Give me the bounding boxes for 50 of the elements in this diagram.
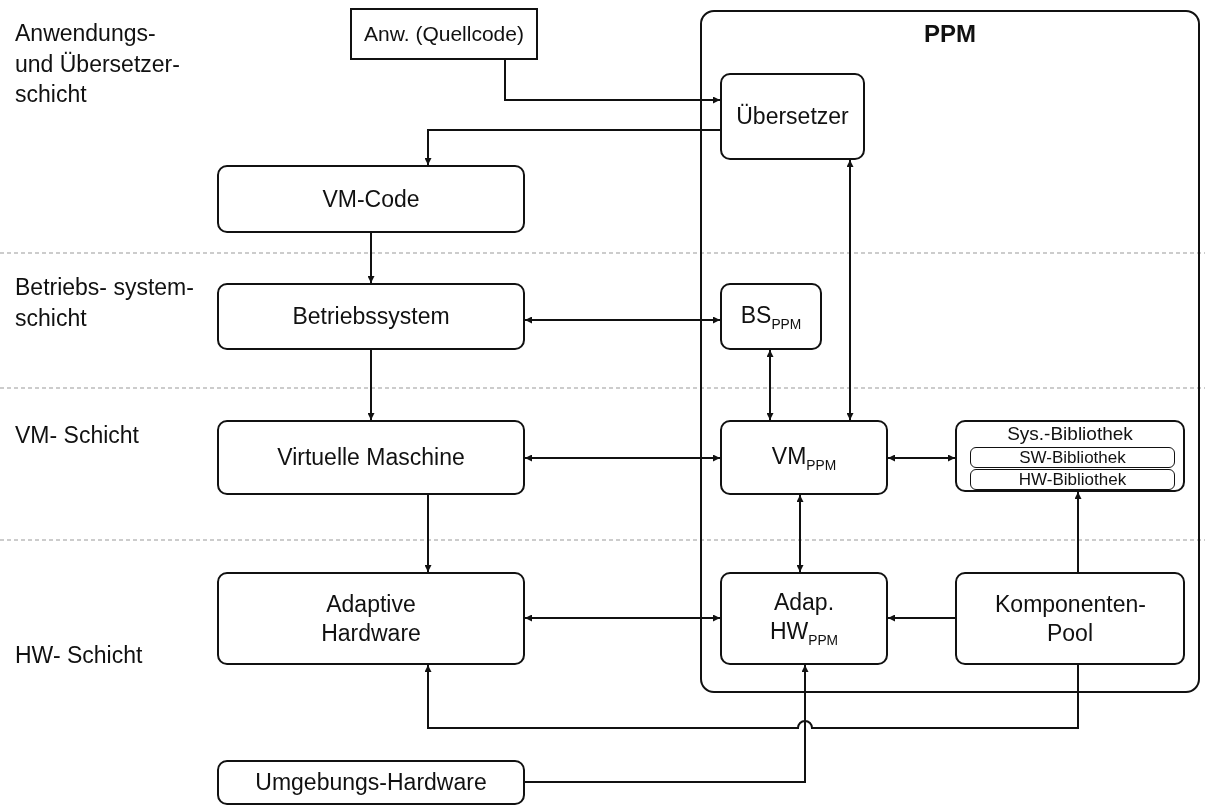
box-label: Übersetzer: [736, 102, 849, 131]
box-label: VM$_{PPM}$: [771, 441, 837, 474]
arrow: [367, 349, 375, 421]
layer-label: Betriebs- system- schicht: [15, 273, 195, 333]
arrow: [887, 454, 956, 462]
arrow: [504, 59, 721, 104]
arrow: [796, 494, 804, 573]
process-box: [720, 420, 888, 495]
process-box: [720, 572, 888, 665]
box-label: Virtuelle Maschine: [277, 443, 465, 472]
arrow: [524, 316, 721, 324]
process-box: [217, 760, 525, 805]
box-label: VM-Code: [322, 184, 420, 214]
arrow: [524, 614, 721, 622]
arrow: [1074, 491, 1082, 573]
box-label: SW-Bibliothek: [1019, 449, 1126, 466]
box-label: Umgebungs-Hardware: [255, 768, 487, 797]
container-title: Sys.-Bibliothek: [1007, 423, 1133, 446]
process-box: [720, 283, 822, 350]
process-box: [217, 420, 525, 495]
arrow: [766, 349, 774, 421]
arrow: [524, 664, 809, 783]
box-label: HW-Bibliothek: [1018, 471, 1127, 488]
box-label: Anw. (Quellcode): [364, 20, 524, 47]
process-box: [350, 8, 538, 60]
process-box: [217, 572, 525, 665]
box-label: Betriebssystem: [292, 302, 450, 331]
arrow: [424, 129, 721, 166]
layer-label: Anwendungs- und Übersetzer- schicht: [15, 19, 181, 110]
layer-label: HW- Schicht: [15, 641, 144, 670]
arrow: [424, 664, 1079, 729]
container-title: PPM: [924, 20, 976, 48]
arrow: [524, 454, 721, 462]
process-box: [970, 469, 1175, 490]
process-box: [970, 447, 1175, 468]
process-box: [217, 283, 525, 350]
layer-label: VM- Schicht: [15, 421, 140, 450]
container-box: [700, 10, 1200, 693]
container-box: [955, 420, 1185, 492]
process-box: [955, 572, 1185, 665]
process-box: [720, 73, 865, 160]
box-label: Adaptive Hardware: [320, 589, 422, 648]
box-label: Adap. HW$_{PPM}$: [768, 588, 840, 649]
box-label: Komponenten- Pool: [995, 589, 1145, 648]
arrow: [887, 614, 956, 622]
arrow: [424, 494, 432, 573]
process-box: [217, 165, 525, 233]
arrow: [846, 159, 854, 421]
arrow: [367, 232, 375, 284]
box-label: BS$_{PPM}$: [740, 300, 802, 333]
